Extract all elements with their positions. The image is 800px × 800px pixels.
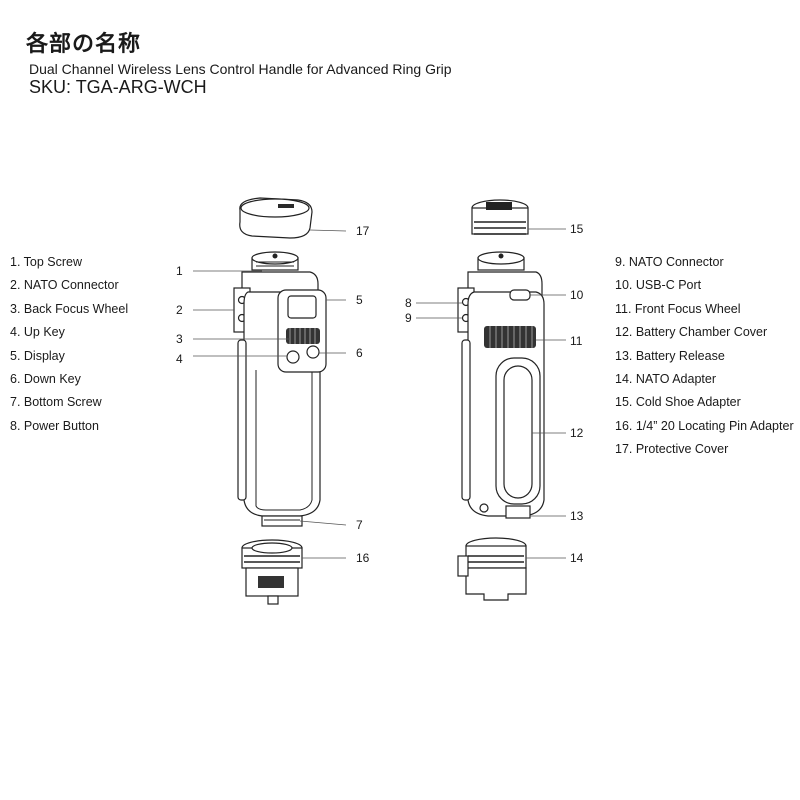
callout-10: 10 [570,288,584,302]
nato-adapter-part [457,537,527,601]
parts-legend-right: 9. NATO Connector 10. USB-C Port 11. Fro… [615,251,794,462]
legend-item-4: 4. Up Key [10,325,65,340]
callout-17: 17 [356,224,370,238]
callout-15: 15 [570,222,584,236]
callout-5: 5 [356,293,363,307]
battery-chamber-cover-part [495,357,541,505]
legend-item-10: 10. USB-C Port [615,278,702,293]
legend-item-3: 3. Back Focus Wheel [10,301,129,316]
legend-item-15: 15. Cold Shoe Adapter [615,395,741,410]
legend-item-1: 1. Top Screw [10,255,83,269]
callout-9: 9 [405,311,412,325]
legend-item-11: 11. Front Focus Wheel [615,301,741,316]
legend-item-2: 2. NATO Connector [10,278,119,293]
parts-legend-left: 1. Top Screw 2. NATO Connector 3. Back F… [10,251,128,438]
right-handle-illustration [457,199,545,601]
front-focus-wheel-part [484,326,536,348]
left-handle-illustration [233,197,327,605]
legend-item-7: 7. Bottom Screw [10,395,102,410]
back-focus-wheel-part [286,328,320,344]
callout-14: 14 [570,551,584,565]
down-key-part [306,345,320,359]
callout-6: 6 [356,346,363,360]
protective-cover-part [239,197,313,239]
callout-3: 3 [176,332,183,346]
sku-label: SKU: TGA-ARG-WCH [29,77,207,97]
legend-item-13: 13. Battery Release [615,348,725,363]
legend-item-16: 16. 1/4” 20 Locating Pin Adapter [615,418,794,433]
bottom-screw-part [261,515,303,527]
callout-numbers: 1 2 3 4 5 6 7 8 9 10 11 12 13 14 15 16 1… [176,222,584,565]
up-key-part [286,350,300,364]
top-screw-part [251,251,299,271]
callout-16: 16 [356,551,370,565]
cold-shoe-adapter-part [471,199,529,235]
usb-c-port-part [509,289,531,301]
leader-lines [193,228,566,559]
page-title: 各部の名称 [26,32,142,57]
callout-4: 4 [176,352,183,366]
callout-1: 1 [176,264,183,278]
legend-item-9: 9. NATO Connector [615,255,724,269]
locating-pin-adapter-part [241,539,303,605]
callout-7: 7 [356,518,363,532]
legend-item-12: 12. Battery Chamber Cover [615,325,768,340]
legend-item-8: 8. Power Button [10,418,99,433]
callout-12: 12 [570,426,584,440]
legend-item-14: 14. NATO Adapter [615,371,716,386]
battery-release-part [505,505,531,519]
callout-2: 2 [176,303,183,317]
callout-13: 13 [570,509,584,523]
product-subtitle: Dual Channel Wireless Lens Control Handl… [29,61,452,77]
callout-8: 8 [405,296,412,310]
legend-item-6: 6. Down Key [10,371,81,386]
legend-item-5: 5. Display [10,348,65,363]
callout-11: 11 [570,334,583,348]
legend-item-17: 17. Protective Cover [615,442,729,457]
